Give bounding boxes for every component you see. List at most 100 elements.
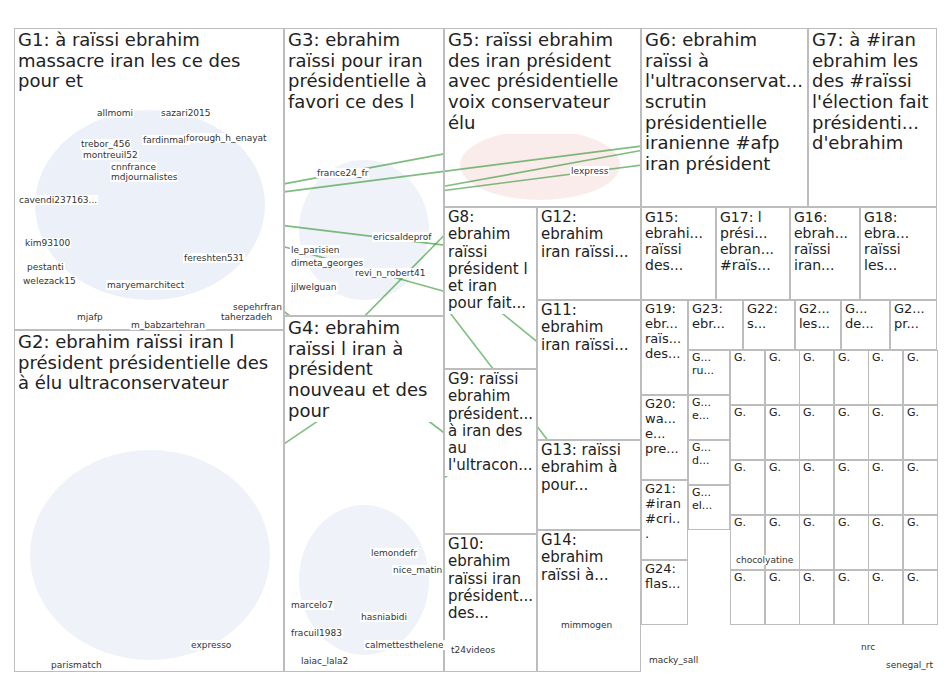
group-box: G.	[868, 570, 903, 625]
edge-line	[284, 312, 444, 433]
group-heading: G.	[869, 571, 902, 586]
group-box: G... e...	[688, 395, 730, 440]
user-label: hasniabidi	[360, 612, 408, 622]
user-label: france24_fr	[316, 168, 369, 178]
group-box: G... de...	[841, 300, 890, 350]
user-label: maryemarchitect	[106, 280, 185, 290]
group-box: G.	[868, 515, 903, 570]
group-box: G.	[730, 570, 765, 625]
group-heading: G19: ebr... raïs... des...	[642, 301, 687, 363]
group-box: G6: ebrahim raïssi à l'ultraconservat...…	[641, 28, 808, 207]
user-label: mimmogen	[560, 620, 613, 630]
group-box: G.	[799, 570, 834, 625]
group-box: G.	[868, 350, 903, 405]
group-heading: G24: flas...	[642, 561, 687, 593]
group-heading: G7: à #iran ebrahim les des #raïssi l'él…	[809, 29, 936, 155]
group-box: G.	[765, 405, 800, 460]
group-box: G.	[903, 515, 938, 570]
group-box: G8: ebrahim raïssi président l et iran p…	[444, 207, 537, 369]
group-box: G7: à #iran ebrahim les des #raïssi l'él…	[808, 28, 937, 207]
user-label: mjafp	[76, 312, 104, 322]
user-label: fracuil1983	[290, 628, 343, 638]
group-box: G20: wa... e... pre...	[641, 395, 688, 480]
user-label: fereshten531	[183, 253, 245, 263]
group-heading: G21: #iran #cri...	[642, 481, 687, 543]
user-label: expresso	[190, 640, 232, 650]
user-label: taherzadeh	[220, 312, 273, 322]
user-label: revi_n_robert41	[354, 268, 427, 278]
group-heading: G2... pr...	[891, 301, 936, 333]
group-box: G2... pr...	[890, 300, 937, 350]
user-label: nice_matin	[392, 565, 443, 575]
group-box: G12: ebrahim iran raïssi...	[537, 207, 641, 300]
group-heading: G.	[766, 406, 799, 421]
group-box: G.	[903, 570, 938, 625]
group-box: G... ru...	[688, 350, 730, 395]
group-heading: G.	[869, 406, 902, 421]
group-box: G9: raïssi ebrahim président... à iran d…	[444, 369, 537, 534]
user-label: laiac_lala2	[300, 656, 349, 666]
group-heading: G5: raïssi ebrahim des iran président av…	[445, 29, 640, 134]
group-heading: G16: ebrah... raïssi iran...	[791, 208, 859, 274]
group-heading: G.	[800, 461, 833, 476]
group-box: G.	[834, 515, 869, 570]
group-box: G5: raïssi ebrahim des iran président av…	[444, 28, 641, 207]
user-label: cnnfrance	[110, 162, 157, 172]
group-box: G.	[765, 350, 800, 405]
group-box: G15: ebrahi... raïssi des...	[641, 207, 716, 300]
group-box: G18: ebra... raïssi les...	[860, 207, 937, 300]
group-heading: G.	[904, 406, 937, 421]
group-box: G... d...	[688, 440, 730, 485]
group-heading: G8: ebrahim raïssi président l et iran p…	[445, 208, 536, 314]
group-box: G17: l prési... ebran... #raïs...	[716, 207, 790, 300]
group-box: G2... les...	[795, 300, 841, 350]
group-heading: G.	[766, 351, 799, 366]
group-heading: G.	[800, 406, 833, 421]
group-box: G2: ebrahim raïssi iran l président prés…	[14, 330, 284, 672]
user-label: parismatch	[50, 660, 103, 670]
user-label: welezack15	[22, 276, 77, 286]
user-label: le_parisien	[290, 245, 340, 255]
group-heading: G.	[835, 461, 868, 476]
user-label: t24videos	[450, 645, 496, 655]
group-box: G16: ebrah... raïssi iran...	[790, 207, 860, 300]
group-box: G21: #iran #cri...	[641, 480, 688, 560]
group-heading: G.	[766, 516, 799, 531]
user-label: marcelo7	[290, 600, 334, 610]
group-heading: G... el...	[689, 486, 729, 513]
group-heading: G.	[835, 351, 868, 366]
group-heading: G14: ebrahim raïssi à...	[538, 531, 640, 585]
group-box: G.	[834, 570, 869, 625]
group-box: G.	[799, 405, 834, 460]
group-heading: G.	[800, 351, 833, 366]
edge-line	[284, 154, 444, 184]
group-heading: G.	[869, 516, 902, 531]
user-label: fardinmah	[142, 135, 190, 145]
user-label: sepehrfran	[232, 302, 283, 312]
group-heading: G15: ebrahi... raïssi des...	[642, 208, 715, 274]
group-box: G.	[868, 405, 903, 460]
group-box: G.	[834, 460, 869, 515]
edge-line	[284, 146, 641, 192]
group-heading: G6: ebrahim raïssi à l'ultraconservat...…	[642, 29, 807, 176]
group-box: G14: ebrahim raïssi à...	[537, 530, 641, 672]
group-heading: G.	[835, 406, 868, 421]
user-label: jjlwelguan	[290, 282, 338, 292]
user-label: mdjournalistes	[110, 172, 178, 182]
group-box: G.	[765, 460, 800, 515]
user-label: lemondefr	[370, 548, 418, 558]
group-heading: G... ru...	[689, 351, 729, 378]
group-heading: G17: l prési... ebran... #raïs...	[717, 208, 789, 274]
group-heading: G13: raïssi ebrahim à pour...	[538, 441, 640, 495]
group-box: G.	[903, 460, 938, 515]
group-heading: G... de...	[842, 301, 889, 333]
user-label: montreuil52	[82, 150, 139, 160]
user-label: m_babzartehran	[130, 320, 206, 330]
group-heading: G.	[731, 351, 764, 366]
group-heading: G.	[731, 406, 764, 421]
group-box: G13: raïssi ebrahim à pour...	[537, 440, 641, 530]
group-heading: G.	[835, 516, 868, 531]
group-box: G.	[730, 460, 765, 515]
group-box: G.	[799, 460, 834, 515]
